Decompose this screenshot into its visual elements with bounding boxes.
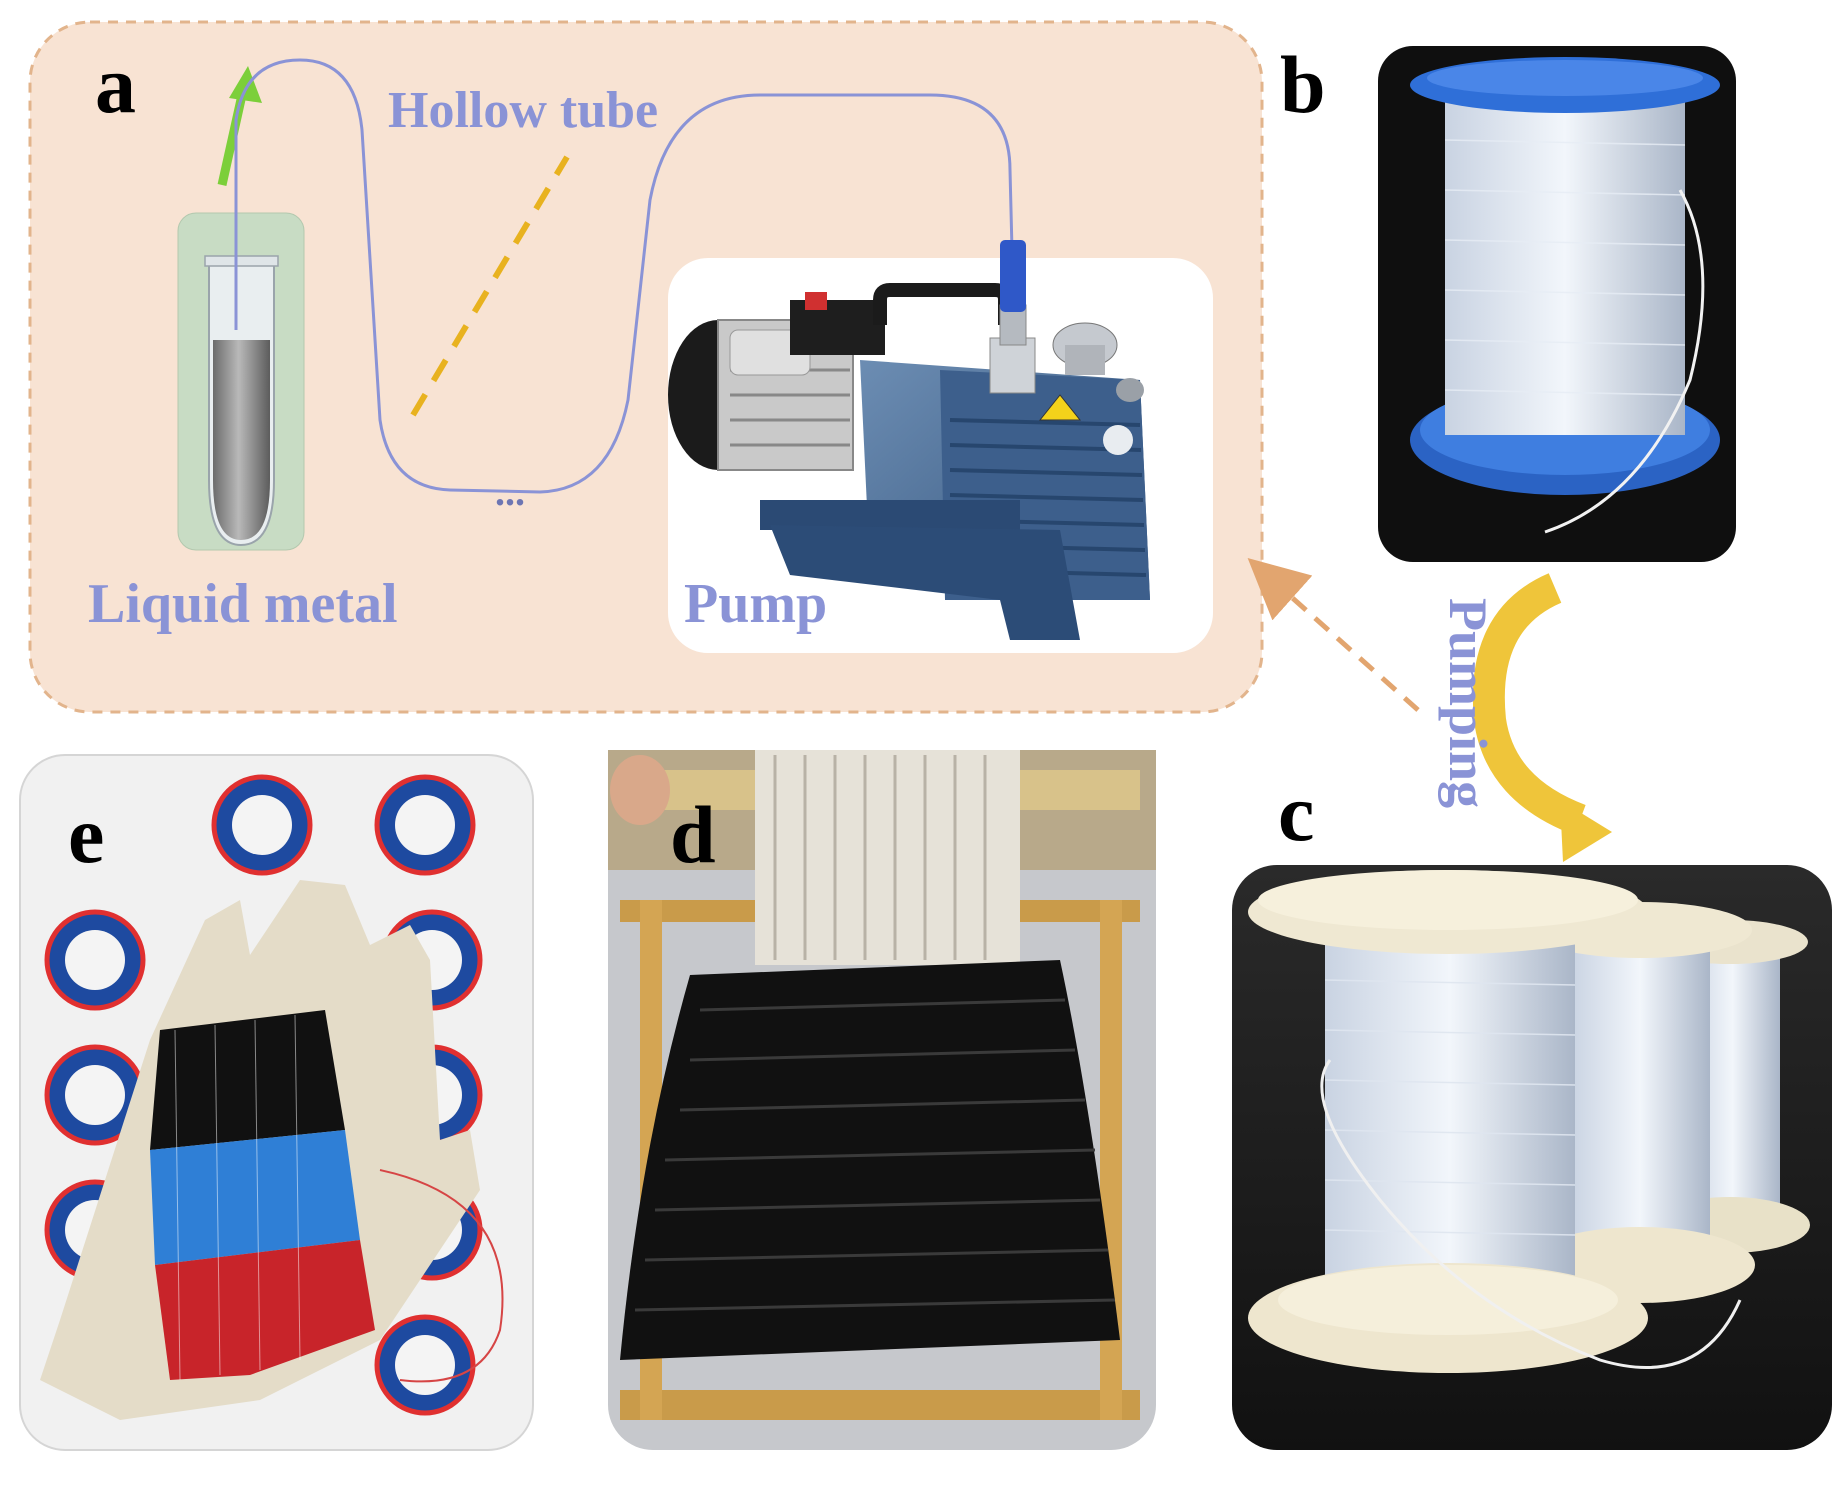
liquid-metal-label: Liquid metal (88, 573, 398, 635)
panel-e-letter: e (68, 789, 104, 880)
panel-d-letter: d (670, 789, 716, 880)
yellow-dashed-line (410, 155, 570, 417)
loom-knitting-photo (608, 750, 1156, 1420)
dashed-arrow-to-panel-a (1247, 558, 1420, 712)
panel-c: c (1232, 767, 1832, 1450)
pump-label: Pump (684, 573, 827, 635)
panel-d: d (608, 750, 1156, 1450)
panel-c-letter: c (1278, 767, 1314, 858)
tube-ellipsis: ... (495, 469, 525, 514)
white-spools-photo (1248, 870, 1810, 1373)
liquid-metal-test-tube (177, 212, 305, 551)
panel-b: b (1280, 39, 1736, 562)
pump-photo-inset (668, 240, 1213, 653)
panel-a-letter: a (95, 39, 136, 130)
hollow-tube-label: Hollow tube (388, 82, 658, 139)
panel-e: e (19, 754, 534, 1451)
panel-b-letter: b (1280, 39, 1326, 130)
gloved-hand-photo (40, 880, 504, 1420)
pumping-label: Pumping (1438, 598, 1498, 808)
panel-a: ... (28, 20, 1264, 714)
blue-spool-photo (1410, 57, 1720, 534)
pumping-curved-arrow-icon (1472, 573, 1612, 862)
hollow-tube-line (234, 58, 1014, 494)
